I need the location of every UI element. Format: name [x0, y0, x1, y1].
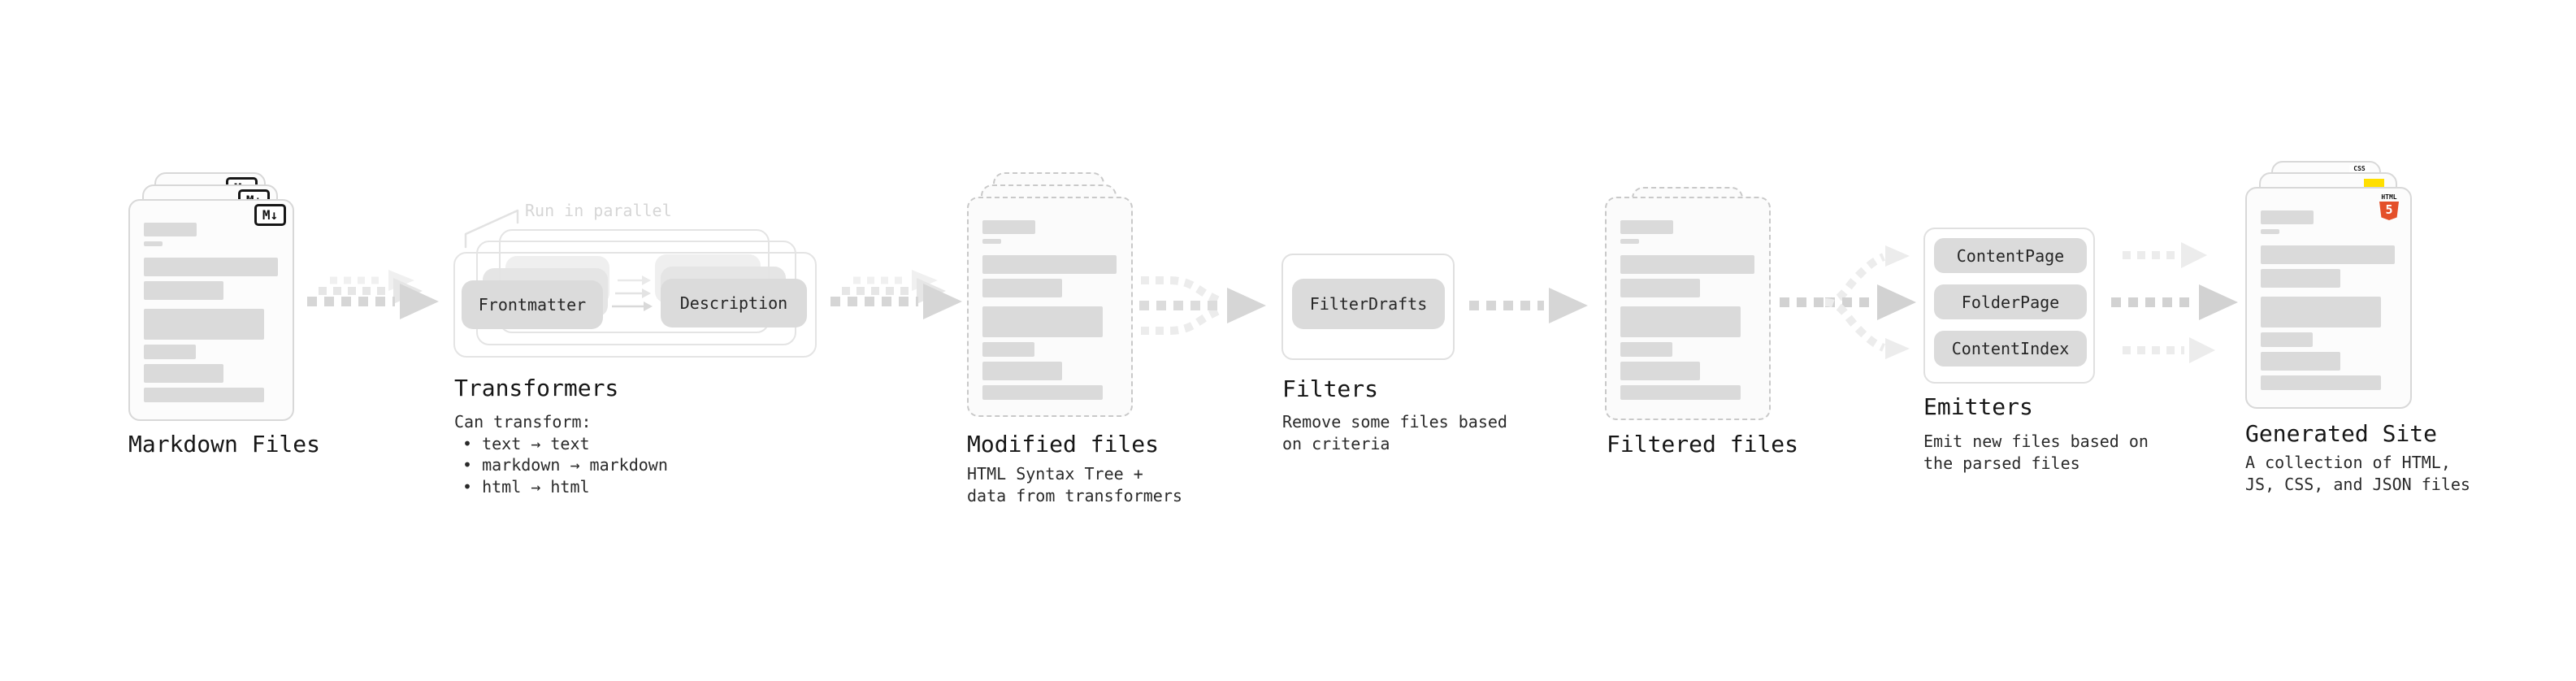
stage-caption-markdown-files: Markdown Files [128, 431, 321, 458]
filtered-file-card-front [1605, 197, 1771, 420]
transformers-description: Can transform: • text → text • markdown … [454, 411, 668, 497]
filter-drafts-button: FilterDrafts [1292, 279, 1445, 329]
description-line: HTML Syntax Tree + [967, 464, 1143, 484]
html5-icon-label: HTML [2381, 193, 2397, 201]
bullet-line: • text → text [462, 433, 590, 453]
skeleton-line [1620, 239, 1639, 244]
skeleton-line [1620, 385, 1741, 400]
skeleton-line [144, 309, 264, 340]
skeleton-line [2261, 297, 2381, 327]
skeleton-line [982, 255, 1117, 274]
emitter-output-arrow-bottom [2123, 337, 2215, 363]
arrowhead [1227, 288, 1266, 323]
skeleton-line [144, 241, 163, 246]
markdown-icon: M↓ [254, 204, 286, 226]
description-line: Emit new files based on [1923, 432, 2149, 451]
arrow-modified-to-filters-merge [1139, 276, 1266, 335]
skeleton-line [2261, 269, 2340, 288]
transformers-frame-front [453, 252, 817, 358]
markdown-file-card-front: M↓ [128, 199, 294, 421]
modified-files-description: HTML Syntax Tree + data from transformer… [967, 463, 1182, 506]
emitter-content-index-button: ContentIndex [1934, 331, 2087, 367]
arrowhead [1549, 288, 1588, 323]
arrow-emitters-to-site [2111, 242, 2238, 363]
bullet-line: • html → html [462, 476, 590, 497]
skeleton-line [1620, 362, 1700, 380]
emitter-folder-page-button: FolderPage [1934, 284, 2087, 319]
document-skeleton [2261, 210, 2395, 390]
document-skeleton [982, 220, 1117, 400]
skeleton-line [982, 306, 1103, 337]
html5-icon: HTML 5 [2379, 193, 2400, 220]
skeleton-line [144, 388, 264, 402]
skeleton-line [2261, 245, 2395, 264]
dashed-arrow-icon [307, 284, 439, 319]
fanout-branch-top [1824, 245, 1910, 306]
skeleton-line [1620, 279, 1700, 297]
skeleton-line [1620, 220, 1673, 234]
document-skeleton [1620, 220, 1754, 400]
arrow-transformers-to-modified [830, 270, 962, 319]
skeleton-line [2261, 375, 2381, 390]
skeleton-line [1620, 255, 1754, 274]
skeleton-line [2261, 332, 2313, 347]
skeleton-line [144, 223, 197, 236]
stage-caption-generated-site: Generated Site [2245, 420, 2438, 447]
arrow-markdown-to-transformers [307, 270, 439, 319]
emitter-content-page-button: ContentPage [1934, 238, 2087, 273]
skeleton-line [982, 342, 1034, 357]
description-line: data from transformers [967, 485, 1182, 505]
emitter-output-arrow-top [2123, 242, 2207, 268]
arrow-filtered-to-emitters-fanout [1780, 245, 1916, 359]
skeleton-line [982, 279, 1062, 297]
filters-description: Remove some files based on criteria [1282, 411, 1507, 454]
modified-file-card-front [967, 197, 1133, 417]
transformer-description-button: Description [661, 279, 807, 327]
arrow-filters-to-filtered [1469, 288, 1588, 323]
description-line: the parsed files [1923, 453, 2080, 473]
skeleton-line [1620, 342, 1672, 357]
dashed-arrow-icon [319, 278, 423, 304]
js-file-icon [2364, 179, 2384, 189]
dashed-arrow-icon [330, 270, 414, 291]
stage-caption-emitters: Emitters [1923, 393, 2033, 420]
bullet-line: • markdown → markdown [462, 455, 668, 475]
skeleton-line [2261, 210, 2314, 224]
document-skeleton [144, 223, 278, 402]
transformer-frontmatter-button: Frontmatter [462, 280, 603, 329]
description-line: A collection of HTML, [2245, 453, 2451, 472]
skeleton-line [2261, 352, 2340, 371]
skeleton-line [144, 281, 223, 300]
stage-caption-modified-files: Modified files [967, 431, 1160, 458]
html5-icon-shield: 5 [2379, 202, 2399, 220]
description-line: on criteria [1282, 433, 1390, 453]
fanout-branch-middle [1825, 284, 1916, 320]
skeleton-line [1620, 306, 1741, 337]
dashed-arrow-icon [830, 284, 962, 319]
emitters-description: Emit new files based on the parsed files [1923, 431, 2149, 474]
description-line: Can transform: [454, 412, 592, 432]
skeleton-line [982, 220, 1035, 234]
fanout-branch-bottom [1824, 298, 1910, 359]
skeleton-line [982, 239, 1001, 244]
skeleton-line [2261, 229, 2279, 234]
emitter-output-arrow-middle [2111, 284, 2238, 320]
skeleton-line [982, 362, 1062, 380]
stage-caption-filtered-files: Filtered files [1607, 431, 1799, 458]
dashed-arrow-icon [842, 278, 946, 304]
site-file-card-html: HTML 5 [2245, 187, 2412, 409]
description-line: JS, CSS, and JSON files [2245, 474, 2470, 494]
dashed-arrow-icon [853, 270, 938, 291]
description-line: Remove some files based [1282, 412, 1507, 432]
stage-caption-filters: Filters [1282, 375, 1379, 402]
skeleton-line [144, 364, 223, 383]
generated-site-description: A collection of HTML, JS, CSS, and JSON … [2245, 452, 2470, 495]
merge-branch-top [1141, 276, 1223, 306]
skeleton-line [144, 258, 278, 276]
skeleton-line [982, 385, 1103, 400]
run-in-parallel-label: Run in parallel [525, 201, 672, 220]
merge-branch-bottom [1141, 306, 1223, 335]
skeleton-line [144, 345, 196, 359]
stage-caption-transformers: Transformers [454, 375, 619, 401]
